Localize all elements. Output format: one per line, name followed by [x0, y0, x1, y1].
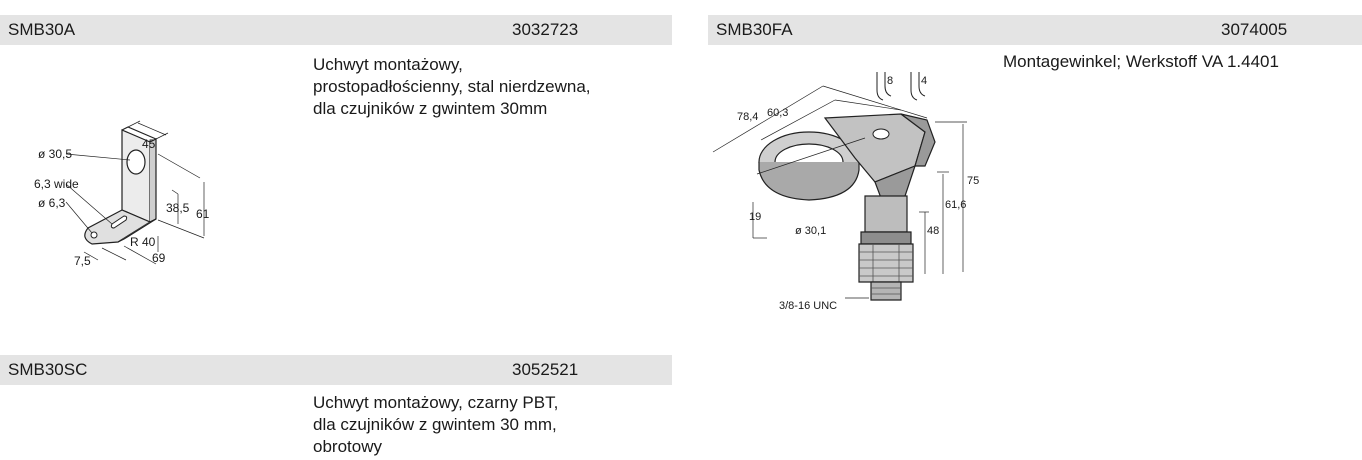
bracket-svg: 45 ø 30,5 6,3 wide ø 6,3 38,5 61 R 40 7,…	[34, 120, 210, 268]
dim-edge: 7,5	[74, 254, 91, 268]
product-code: 3032723	[512, 20, 579, 39]
product-code: 3074005	[1221, 20, 1288, 39]
dim-wrench-4: 4	[921, 75, 927, 87]
bracket-drawing-smb30fa: 8 4 78,4	[705, 62, 995, 322]
product-name: SMB30FA	[716, 20, 793, 39]
dim-48: 48	[927, 225, 939, 237]
product-description: Uchwyt montażowy, prostopadłościenny, st…	[313, 55, 591, 118]
dim-75: 75	[967, 175, 979, 187]
product-description: Montagewinkel; Werkstoff VA 1.4401	[1003, 52, 1279, 71]
dim-bore: ø 30,5	[38, 147, 72, 161]
dim-total-height: 61	[196, 207, 210, 221]
dim-slot: 6,3 wide	[34, 177, 79, 191]
dim-height: 38,5	[166, 201, 190, 215]
product-header-smb30sc: SMB30SC 3052521	[0, 355, 672, 385]
dim-wrench-8: 8	[887, 75, 893, 87]
dim-60-3: 60,3	[767, 107, 788, 119]
dim-78-4: 78,4	[737, 111, 758, 123]
dim-radius: R 40	[130, 235, 156, 249]
bracket-drawing-smb30a: 45 ø 30,5 6,3 wide ø 6,3 38,5 61 R 40 7,…	[0, 120, 300, 290]
product-name: SMB30A	[8, 20, 76, 39]
dim-19: 19	[749, 211, 761, 223]
product-header-smb30a: SMB30A 3032723	[0, 15, 672, 45]
dim-width: 45	[142, 137, 156, 151]
dim-thread: 3/8-16 UNC	[779, 300, 837, 312]
product-code: 3052521	[512, 360, 579, 379]
dim-61-6: 61,6	[945, 199, 966, 211]
dim-hole: ø 6,3	[38, 196, 66, 210]
dim-bore: ø 30,1	[795, 225, 826, 237]
bracket-svg: 8 4 78,4	[712, 72, 979, 312]
product-description: Uchwyt montażowy, czarny PBT, dla czujni…	[313, 393, 559, 456]
product-name: SMB30SC	[8, 360, 88, 379]
dim-length: 69	[152, 251, 166, 265]
product-header-smb30fa: SMB30FA 3074005	[708, 15, 1362, 45]
